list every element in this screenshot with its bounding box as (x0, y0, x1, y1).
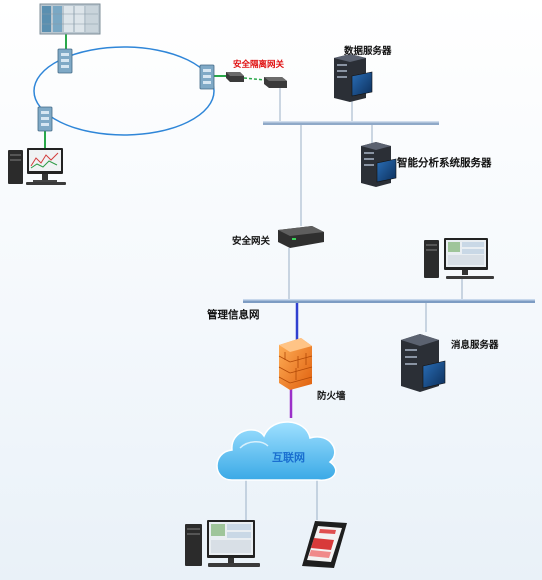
firewall-icon (278, 338, 313, 390)
internet-label: 互联网 (272, 451, 305, 464)
isolation-gateway-label: 安全隔离网关 (233, 60, 285, 70)
firewall-label: 防火墙 (317, 391, 346, 402)
plc-rack-icon (39, 3, 101, 35)
ring-switch-right-icon (199, 64, 215, 90)
data-server-icon (334, 54, 373, 102)
management-network-label: 管理信息网 (207, 309, 260, 321)
security-gateway-icon (278, 226, 324, 248)
connection-lines (44, 34, 463, 524)
isolation-gateway-icon (226, 72, 287, 88)
field-workstation-icon (8, 148, 66, 185)
message-server-icon (401, 334, 446, 392)
internet-cloud-icon (216, 421, 337, 481)
data-server-label: 数据服务器 (344, 46, 392, 57)
analysis-server-label: 智能分析系统服务器 (397, 157, 492, 169)
ring-switch-top-icon (57, 48, 73, 74)
message-server-label: 消息服务器 (451, 340, 499, 351)
remote-workstation-icon (185, 520, 260, 567)
office-workstation-icon (424, 238, 494, 279)
isolation-dashed-link (243, 77, 266, 81)
security-gateway-label: 安全网关 (232, 236, 271, 247)
mobile-phone-icon (302, 521, 347, 568)
management-network-bus (243, 299, 535, 303)
ring-network (33, 46, 215, 136)
ring-switch-left-icon (37, 106, 53, 132)
analysis-server-icon (361, 142, 397, 187)
upper-network-bus (263, 121, 439, 125)
